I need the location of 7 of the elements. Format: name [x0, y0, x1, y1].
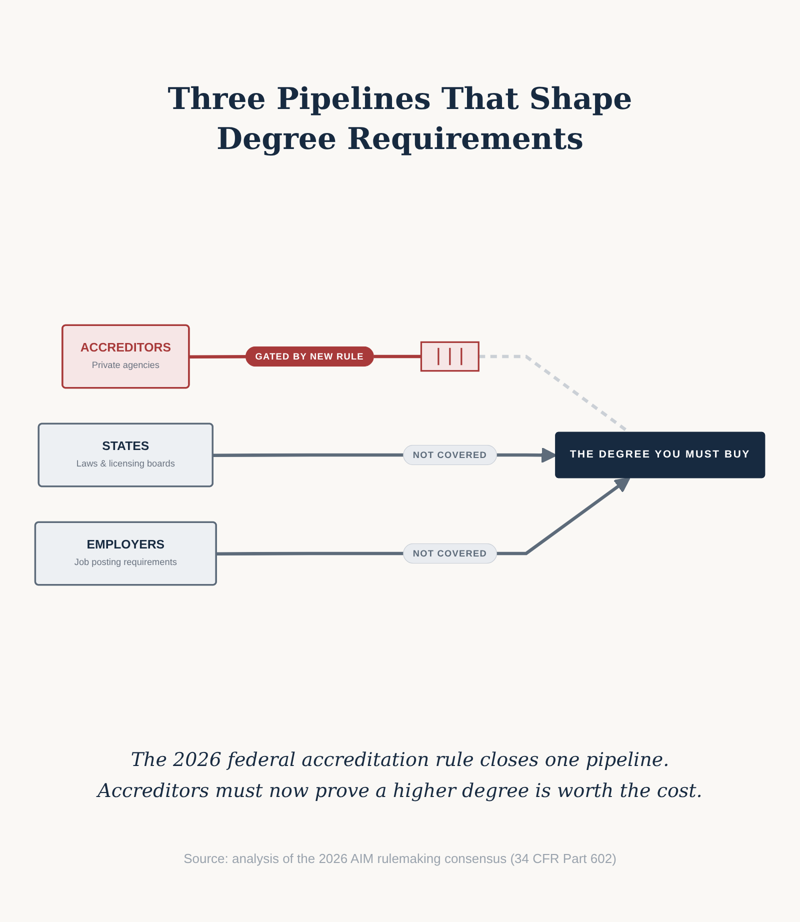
source-note: Source: analysis of the 2026 AIM rulemaking consensus (34 CFR Part 602): [182, 851, 618, 866]
title: Three Pipelines That Shape Degree Requirements: [166, 81, 634, 159]
edge-label: NOT COVERED: [412, 449, 488, 460]
edge-label: NOT COVERED: [412, 548, 488, 558]
edge-label: GATED BY NEW RULE: [255, 350, 364, 362]
node-box: [420, 341, 480, 372]
caption: The 2026 federal accreditation rule closes one pipeline. Accreditors must now prove a higher degree is worth the cost.: [95, 748, 704, 804]
